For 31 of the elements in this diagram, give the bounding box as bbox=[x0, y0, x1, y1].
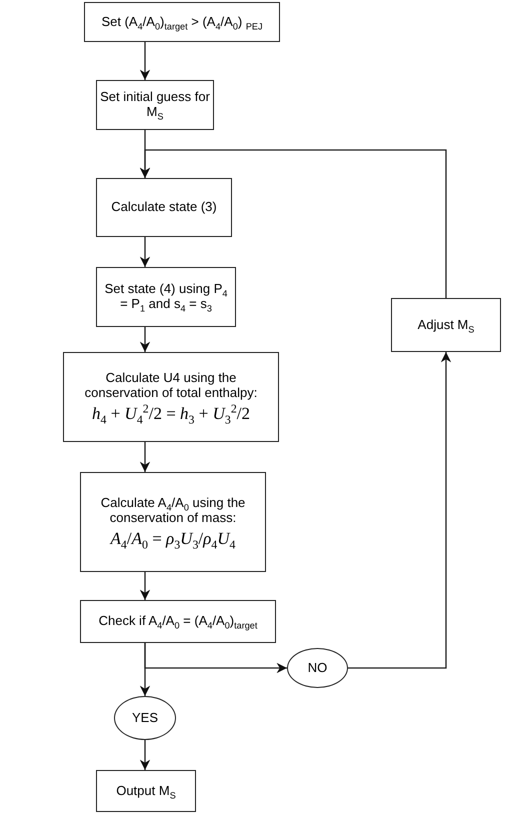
step-text: Calculate A$_{4}$/A$_{0}$ using the conservation of mass: bbox=[100, 496, 246, 526]
arrow bbox=[140, 149, 447, 298]
process-box bbox=[96, 770, 196, 812]
process-box bbox=[80, 600, 276, 643]
process-box bbox=[96, 80, 214, 130]
step-text: Calculate U4 using the conservation of total enthalpy: bbox=[84, 370, 258, 401]
arrow bbox=[348, 352, 452, 669]
step-text: Output M$_{S}$ bbox=[116, 784, 176, 798]
arrow bbox=[140, 572, 150, 600]
arrow bbox=[140, 42, 150, 80]
equation: A$_{4}$/A$_{0}$ = ρ$_{3}$U$_{3}$/ρ$_{4}$U$_{4}$ bbox=[110, 528, 236, 548]
process-box bbox=[63, 352, 279, 442]
arrow bbox=[140, 327, 150, 352]
step-text: Set initial guess for M$_{S}$ bbox=[100, 90, 210, 120]
process-box bbox=[84, 2, 280, 42]
step-text: Calculate state (3) bbox=[111, 200, 217, 215]
arrow bbox=[140, 740, 150, 770]
equation: h$_{4}$ + U$_{4}$$^{2}$/2 = h$_{3}$ + U$_{3}$$^{2}$/2 bbox=[92, 404, 250, 424]
arrow bbox=[140, 237, 150, 267]
step-text: Set (A$_{4}$/A$_{0}$)$_{target}$ > (A$_{4}$/A$_{0}$) $_{PEJ}$ bbox=[101, 14, 263, 30]
arrow bbox=[140, 643, 150, 696]
process-box bbox=[80, 472, 266, 572]
step-text: NO bbox=[308, 660, 328, 676]
step-text: Set state (4) using P$_{4}$ = P$_{1}$ and s$_{4}$ = s$_{3}$ bbox=[104, 282, 228, 312]
step-text: Adjust M$_{S}$ bbox=[418, 318, 474, 332]
step-text: YES bbox=[132, 710, 158, 726]
process-box bbox=[391, 298, 501, 352]
step-text: Check if A$_{4}$/A$_{0}$ = (A$_{4}$/A$_{0}$)$_{target}$ bbox=[98, 614, 258, 629]
process-box bbox=[96, 267, 236, 327]
arrow bbox=[140, 442, 150, 472]
process-box bbox=[96, 178, 232, 237]
